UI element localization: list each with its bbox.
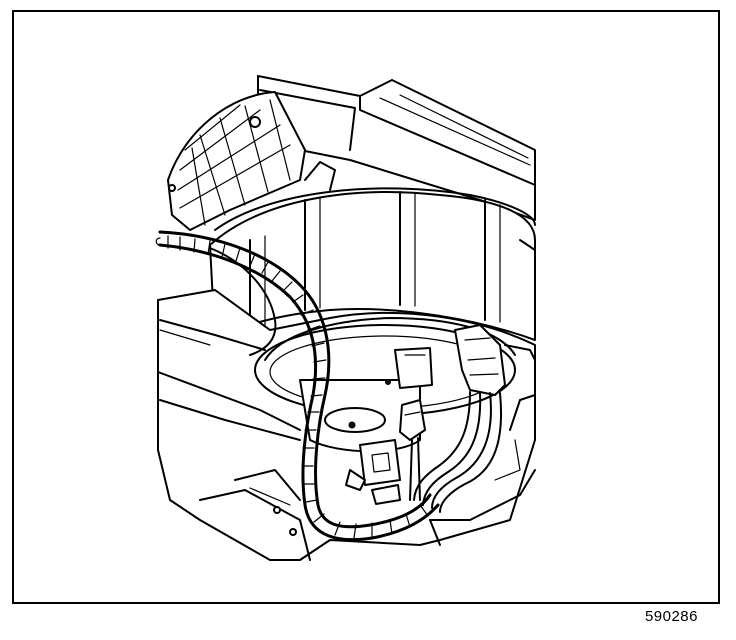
inlet-grille [167, 91, 306, 231]
blower-wheel-housing [209, 161, 536, 341]
figure-id-number: 590286 [644, 608, 698, 625]
wiring-harness [155, 230, 440, 542]
electrical-connectors [399, 324, 536, 513]
